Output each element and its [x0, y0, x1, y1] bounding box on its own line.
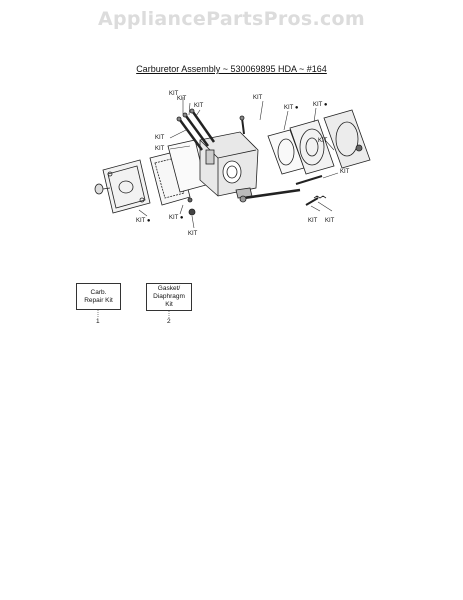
callout-label: KIT: [188, 231, 198, 237]
callout-label: KIT: [177, 96, 187, 102]
kit-label-line: Repair Kit: [84, 296, 113, 304]
kit-number: 1: [96, 318, 100, 325]
cover-plate-part: [102, 159, 151, 214]
kit-box-gasket-diaphragm: Gasket/ Diaphragm Kit: [146, 283, 192, 311]
callout-label: KIT: [325, 218, 335, 224]
callout-label: KIT: [155, 146, 165, 152]
kit-box-carb-repair: Carb. Repair Kit: [76, 283, 121, 310]
callout-label: KIT: [253, 95, 263, 101]
kit-number: 2: [167, 318, 171, 325]
callout-label: KIT ●: [284, 105, 299, 111]
kit-label-line: Diaphragm: [153, 293, 185, 300]
needle-valve-part: [295, 175, 323, 206]
callout-label: KIT ●: [313, 102, 328, 108]
callout-label: KIT: [155, 135, 165, 141]
callout-label: KIT: [308, 218, 318, 224]
kit-label-line: Kit: [165, 301, 173, 308]
kit-label-line: Carb.: [90, 288, 107, 296]
callout-label: KIT: [194, 103, 204, 109]
choke-shaft-part: [239, 188, 301, 203]
kit-label-line: Gasket/: [157, 285, 181, 292]
callout-label: KIT: [340, 169, 350, 175]
callout-label: KIT ●: [169, 215, 184, 221]
callout-label: KIT: [318, 138, 328, 144]
primer-knob-part: [94, 183, 111, 195]
carburetor-body-part: [199, 131, 259, 199]
adjusting-screws-part: [176, 108, 216, 151]
end-cover-part: [323, 109, 371, 169]
callout-label: KIT: [169, 91, 179, 97]
diagram-title: Carburetor Assembly ~ 530069895 HDA ~ #1…: [136, 64, 327, 74]
spring-jet-part: [187, 195, 327, 216]
upper-screw-part: [239, 115, 245, 135]
callout-leader-lines: [138, 97, 339, 229]
metering-diaphragm-part: [289, 119, 335, 175]
callout-label: KIT ●: [136, 218, 151, 224]
watermark-text: AppliancePartsPros.com: [97, 8, 365, 30]
